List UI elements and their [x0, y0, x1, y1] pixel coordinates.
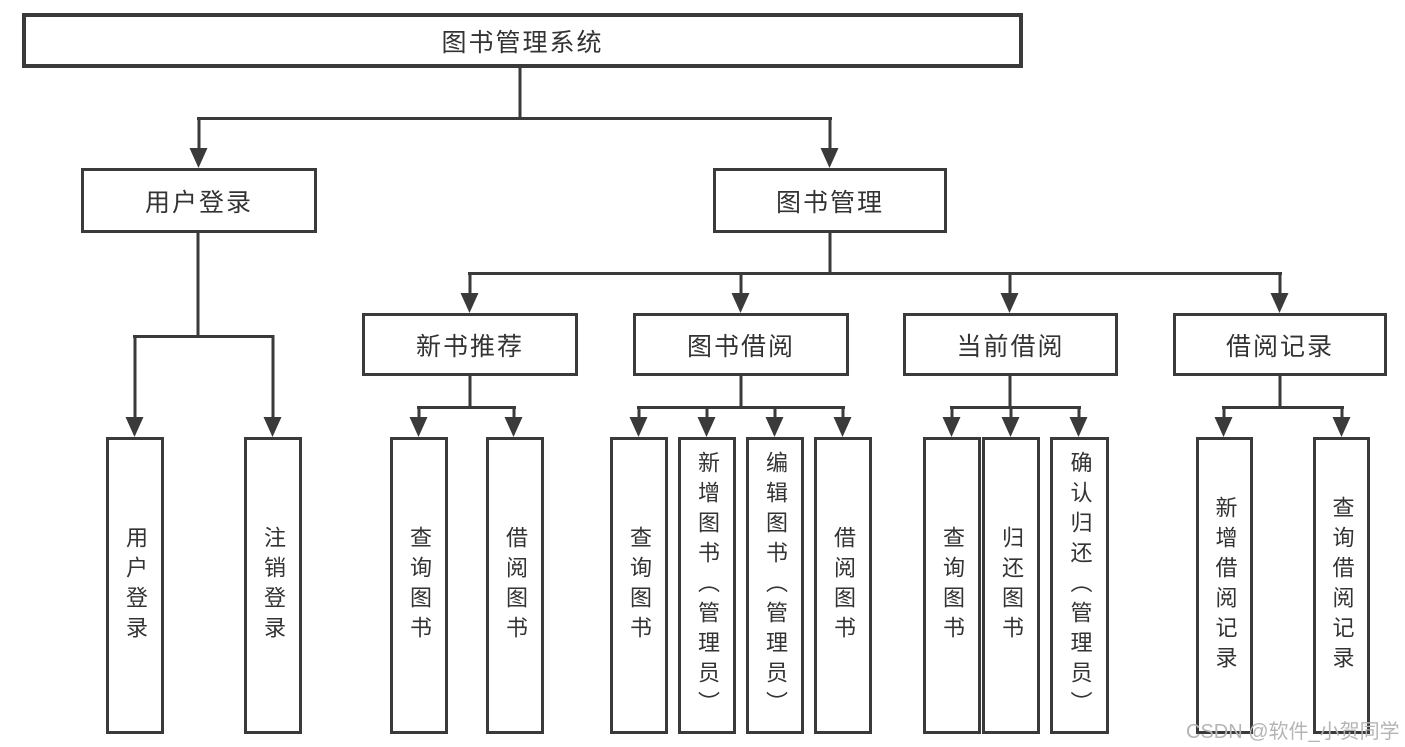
arrow-down-icon: [1001, 406, 1021, 437]
leaf-confirm-return-admin: 确认归还（管理员）: [1050, 437, 1109, 734]
leaf-label: 新增借阅记录: [1212, 495, 1238, 676]
leaf-label: 注销登录: [261, 525, 286, 646]
arrow-down-icon: [460, 272, 480, 313]
connector-line: [133, 335, 274, 338]
leaf-label: 查询借阅记录: [1329, 495, 1355, 676]
connector-line: [197, 117, 832, 120]
connector-line: [468, 376, 472, 408]
connector-line: [417, 406, 516, 409]
node-label: 图书借阅: [686, 332, 795, 361]
arrow-down-icon: [189, 117, 209, 168]
node-borrowing-records: 借阅记录: [1173, 313, 1387, 376]
arrow-down-icon: [1069, 406, 1089, 437]
leaf-query-borrowing-record: 查询借阅记录: [1313, 437, 1370, 734]
arrow-down-icon: [731, 272, 751, 313]
node-book-borrowing: 图书借阅: [633, 313, 849, 376]
leaf-label: 查询图书: [940, 525, 965, 646]
leaf-label: 确认归还（管理员）: [1067, 450, 1093, 721]
leaf-label: 查询图书: [407, 525, 432, 646]
arrow-down-icon: [833, 406, 853, 437]
connector-line: [950, 406, 1081, 409]
arrow-down-icon: [942, 406, 962, 437]
leaf-return-books: 归还图书: [982, 437, 1040, 734]
connector-line: [828, 233, 832, 274]
leaf-label: 归还图书: [999, 525, 1024, 646]
leaf-logout: 注销登录: [244, 437, 302, 734]
node-current-borrowing: 当前借阅: [903, 313, 1118, 376]
leaf-label: 借阅图书: [831, 525, 856, 646]
leaf-borrow-books-borrowing: 借阅图书: [814, 437, 872, 734]
connector-line: [196, 233, 200, 337]
leaf-edit-book-admin: 编辑图书（管理员）: [746, 437, 804, 734]
connector-line: [739, 376, 743, 408]
watermark: CSDN @软件_小贺同学: [1186, 721, 1400, 743]
leaf-label: 编辑图书（管理员）: [763, 450, 788, 721]
arrow-down-icon: [1270, 272, 1290, 313]
node-label: 图书管理系统: [441, 28, 604, 57]
leaf-label: 借阅图书: [503, 525, 528, 646]
arrow-down-icon: [697, 406, 717, 437]
leaf-add-book-admin: 新增图书（管理员）: [678, 437, 736, 734]
leaf-borrow-books-recommend: 借阅图书: [486, 437, 544, 734]
leaf-query-books-recommend: 查询图书: [390, 437, 448, 734]
arrow-down-icon: [409, 406, 429, 437]
leaf-query-books-borrowing: 查询图书: [610, 437, 668, 734]
node-book-management: 图书管理: [713, 168, 947, 233]
arrow-down-icon: [263, 335, 283, 437]
arrow-down-icon: [1000, 272, 1020, 313]
leaf-label: 新增图书（管理员）: [695, 450, 720, 721]
node-root: 图书管理系统: [22, 13, 1023, 68]
connector-line: [518, 66, 522, 119]
connector-line: [1008, 376, 1012, 408]
arrow-down-icon: [1214, 406, 1234, 437]
connector-line: [1222, 406, 1344, 409]
arrow-down-icon: [1332, 406, 1352, 437]
arrow-down-icon: [125, 335, 145, 437]
arrow-down-icon: [504, 406, 524, 437]
node-new-book-recommendation: 新书推荐: [362, 313, 578, 376]
node-label: 图书管理: [775, 188, 884, 217]
connector-line: [1278, 376, 1282, 408]
node-user-login: 用户登录: [81, 168, 317, 233]
leaf-label: 查询图书: [627, 525, 652, 646]
node-label: 借阅记录: [1225, 332, 1334, 361]
leaf-label: 用户登录: [123, 525, 148, 646]
arrow-down-icon: [629, 406, 649, 437]
node-label: 新书推荐: [415, 332, 524, 361]
node-label: 当前借阅: [956, 332, 1065, 361]
leaf-user-login: 用户登录: [106, 437, 164, 734]
leaf-add-borrowing-record: 新增借阅记录: [1196, 437, 1253, 734]
connector-line: [468, 272, 1282, 275]
connector-line: [637, 406, 845, 409]
node-label: 用户登录: [144, 188, 253, 217]
arrow-down-icon: [820, 117, 840, 168]
leaf-query-books-current: 查询图书: [923, 437, 981, 734]
arrow-down-icon: [765, 406, 785, 437]
